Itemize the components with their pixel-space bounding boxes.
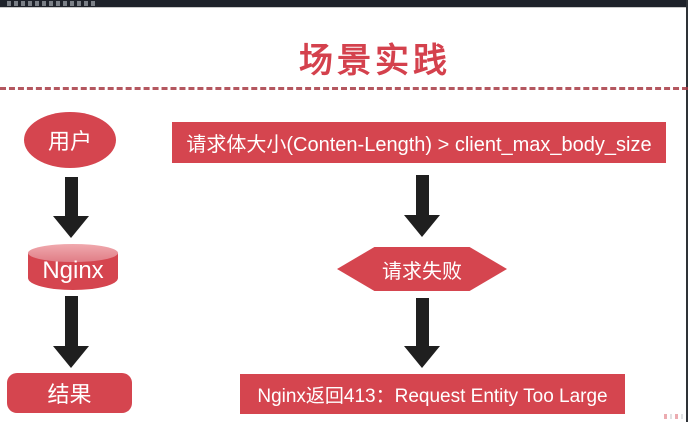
flow-node-user: 用户 (24, 112, 116, 168)
topbar-cutoff-text-fragment (7, 1, 95, 6)
flow-node-nginx-label: Nginx (42, 257, 104, 284)
flow-node-request-failed: 请求失败 (337, 247, 507, 291)
right-edge-strip (686, 0, 688, 422)
arrow-shaft (64, 296, 78, 346)
dashed-divider (0, 87, 688, 90)
window-topbar (0, 0, 688, 8)
arrow-head (53, 346, 89, 368)
flow-node-result: 结果 (7, 373, 132, 413)
arrow-shaft (415, 175, 429, 215)
flow-node-condition: 请求体大小(Conten-Length) > client_max_body_s… (172, 122, 666, 163)
flow-node-request-failed-label: 请求失败 (382, 260, 462, 283)
cylinder-top (28, 244, 118, 262)
down-arrow-icon (404, 175, 440, 237)
down-arrow-icon (53, 296, 89, 368)
page-title: 场景实践 (299, 42, 451, 80)
arrow-head (404, 215, 440, 237)
flow-node-nginx: Nginx (28, 244, 118, 290)
flow-node-response-413: Nginx返回413：Request Entity Too Large (240, 374, 625, 414)
flow-node-response-413-label: Nginx返回413：Request Entity Too Large (257, 385, 608, 407)
down-arrow-icon (53, 177, 89, 238)
arrow-shaft (415, 298, 429, 346)
flow-node-condition-label: 请求体大小(Conten-Length) > client_max_body_s… (186, 134, 652, 156)
watermark-marks (664, 414, 684, 419)
arrow-head (53, 216, 89, 238)
flow-node-result-label: 结果 (47, 382, 92, 407)
arrow-head (404, 346, 440, 368)
down-arrow-icon (404, 298, 440, 368)
arrow-shaft (64, 177, 78, 216)
flow-node-user-label: 用户 (47, 129, 92, 154)
